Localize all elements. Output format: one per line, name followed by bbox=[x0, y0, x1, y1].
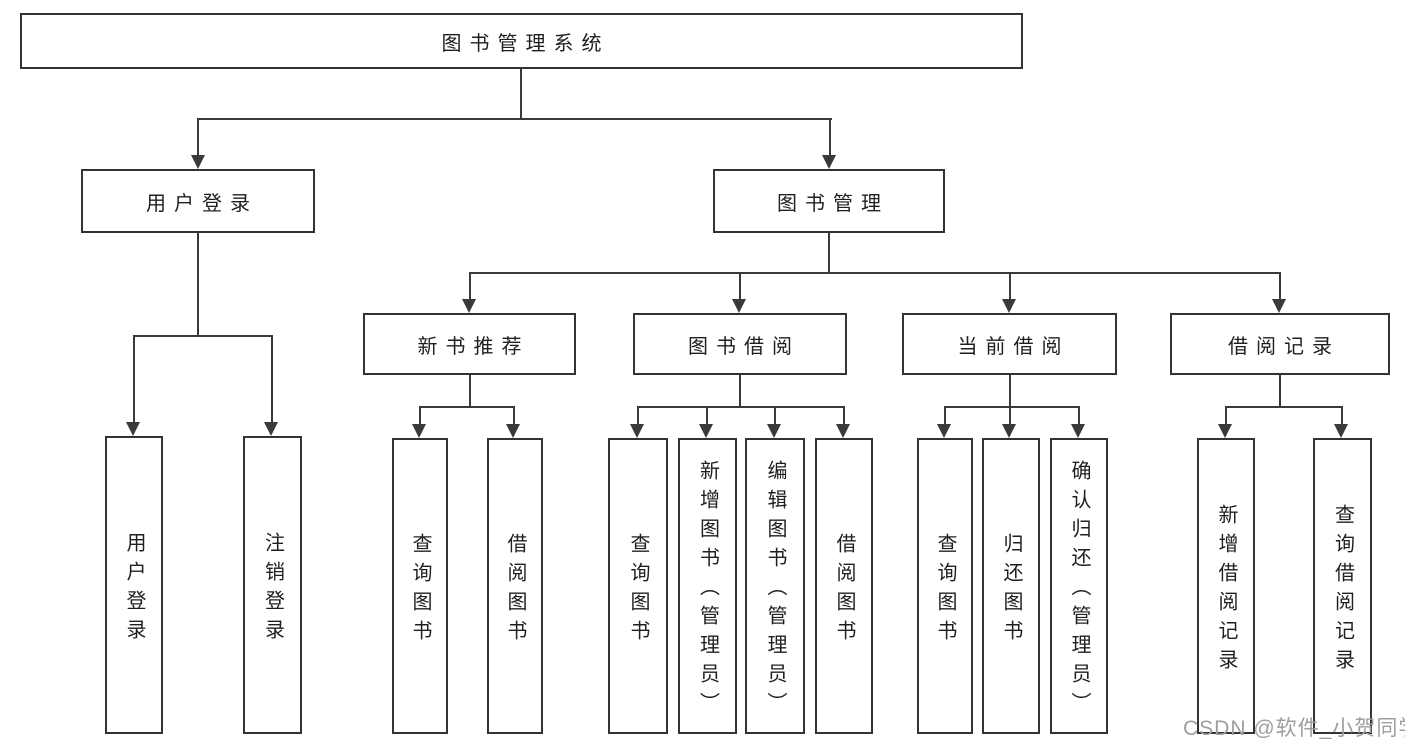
leaf-label: 借阅图书 bbox=[833, 532, 855, 649]
arrow-down-icon bbox=[822, 155, 836, 169]
leaf-confirm-return-admin: 确认归还（管理员） bbox=[1050, 438, 1108, 734]
node-label: 借阅记录 bbox=[1228, 335, 1340, 358]
arrow-down-icon bbox=[126, 422, 140, 436]
connector-line bbox=[133, 335, 135, 422]
connector-line bbox=[469, 272, 471, 299]
arrow-down-icon bbox=[462, 299, 476, 313]
arrow-down-icon bbox=[1071, 424, 1085, 438]
connector-line bbox=[1009, 406, 1011, 424]
arrow-down-icon bbox=[767, 424, 781, 438]
connector-line bbox=[197, 233, 199, 335]
node-current-borrow: 当前借阅 bbox=[902, 313, 1117, 375]
arrow-down-icon bbox=[630, 424, 644, 438]
connector-line bbox=[739, 375, 741, 406]
connector-line bbox=[944, 406, 1080, 408]
leaf-query-books-current: 查询图书 bbox=[917, 438, 973, 734]
csdn-watermark: CSDN @软件_小贺同学 bbox=[1183, 717, 1405, 740]
arrow-down-icon bbox=[1334, 424, 1348, 438]
connector-line bbox=[1225, 406, 1343, 408]
arrow-down-icon bbox=[937, 424, 951, 438]
connector-line bbox=[1078, 406, 1080, 424]
leaf-label: 查询图书 bbox=[934, 532, 956, 649]
connector-line bbox=[637, 406, 639, 424]
node-new-book-recommend: 新书推荐 bbox=[363, 313, 576, 375]
leaf-edit-book-admin: 编辑图书（管理员） bbox=[745, 438, 805, 734]
arrow-down-icon bbox=[1002, 299, 1016, 313]
leaf-query-books-borrow: 查询图书 bbox=[608, 438, 668, 734]
node-label: 用户登录 bbox=[146, 192, 258, 215]
node-user-login-branch: 用户登录 bbox=[81, 169, 315, 233]
leaf-label: 新增借阅记录 bbox=[1215, 503, 1237, 678]
connector-line bbox=[520, 69, 522, 118]
connector-line bbox=[637, 406, 845, 408]
leaf-borrow-books: 借阅图书 bbox=[815, 438, 873, 734]
connector-line bbox=[1279, 375, 1281, 406]
leaf-label: 借阅图书 bbox=[504, 532, 526, 649]
node-root: 图书管理系统 bbox=[20, 13, 1023, 69]
arrow-down-icon bbox=[1218, 424, 1232, 438]
leaf-add-book-admin: 新增图书（管理员） bbox=[678, 438, 737, 734]
connector-line bbox=[828, 233, 830, 272]
connector-line bbox=[774, 406, 776, 424]
arrow-down-icon bbox=[732, 299, 746, 313]
connector-line bbox=[1279, 272, 1281, 299]
arrow-down-icon bbox=[191, 155, 205, 169]
connector-line bbox=[133, 335, 273, 337]
leaf-label: 查询借阅记录 bbox=[1331, 503, 1354, 678]
connector-line bbox=[197, 118, 199, 155]
node-book-borrow: 图书借阅 bbox=[633, 313, 847, 375]
node-label: 图书管理 bbox=[777, 192, 889, 215]
connector-line bbox=[1225, 406, 1227, 424]
connector-line bbox=[1341, 406, 1343, 424]
arrow-down-icon bbox=[836, 424, 850, 438]
leaf-query-books-recommend: 查询图书 bbox=[392, 438, 448, 734]
arrow-down-icon bbox=[699, 424, 713, 438]
connector-line bbox=[739, 272, 741, 299]
connector-line bbox=[271, 335, 273, 422]
node-book-management-branch: 图书管理 bbox=[713, 169, 945, 233]
connector-line bbox=[513, 406, 515, 424]
leaf-logout: 注销登录 bbox=[243, 436, 302, 734]
arrow-down-icon bbox=[264, 422, 278, 436]
leaf-borrow-books-recommend: 借阅图书 bbox=[487, 438, 543, 734]
connector-line bbox=[469, 375, 471, 406]
arrow-down-icon bbox=[1272, 299, 1286, 313]
connector-line bbox=[829, 118, 831, 155]
leaf-label: 确认归还（管理员） bbox=[1068, 460, 1090, 721]
leaf-label: 新增图书（管理员） bbox=[696, 460, 719, 721]
leaf-add-borrow-record: 新增借阅记录 bbox=[1197, 438, 1255, 734]
node-borrow-records: 借阅记录 bbox=[1170, 313, 1390, 375]
leaf-label: 注销登录 bbox=[261, 531, 284, 648]
connector-line bbox=[944, 406, 946, 424]
connector-line bbox=[469, 272, 1281, 274]
leaf-label: 归还图书 bbox=[1000, 532, 1022, 649]
connector-line bbox=[843, 406, 845, 424]
arrow-down-icon bbox=[412, 424, 426, 438]
arrow-down-icon bbox=[1002, 424, 1016, 438]
node-label: 当前借阅 bbox=[957, 335, 1070, 358]
leaf-query-borrow-record: 查询借阅记录 bbox=[1313, 438, 1372, 734]
connector-line bbox=[1009, 272, 1011, 299]
leaf-return-books: 归还图书 bbox=[982, 438, 1040, 734]
node-label: 新书推荐 bbox=[417, 335, 530, 358]
leaf-label: 用户登录 bbox=[123, 531, 145, 648]
arrow-down-icon bbox=[506, 424, 520, 438]
connector-line bbox=[198, 118, 832, 120]
connector-line bbox=[419, 406, 421, 424]
connector-line bbox=[706, 406, 708, 424]
leaf-label: 查询图书 bbox=[409, 532, 431, 649]
leaf-user-login: 用户登录 bbox=[105, 436, 163, 734]
node-root-label: 图书管理系统 bbox=[441, 32, 610, 55]
connector-line bbox=[419, 406, 515, 408]
connector-line bbox=[1009, 375, 1011, 406]
node-label: 图书借阅 bbox=[688, 335, 800, 358]
leaf-label: 编辑图书（管理员） bbox=[764, 460, 786, 721]
leaf-label: 查询图书 bbox=[627, 532, 649, 649]
